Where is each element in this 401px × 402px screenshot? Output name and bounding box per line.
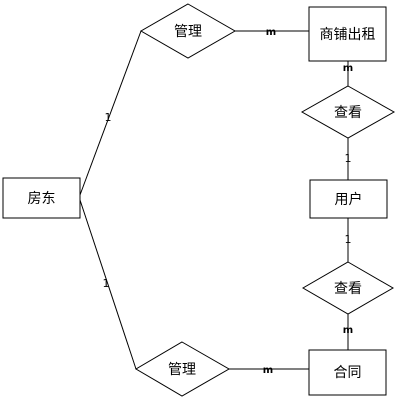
entity-label: 用户 [335,191,363,208]
relationship-label: 查看 [334,105,362,121]
relationship-view-shop: 查看 [300,85,396,139]
entity-contract: 合同 [308,349,387,396]
entity-label: 商铺出租 [320,27,376,43]
relationship-manage-shop: 管理 [139,3,237,59]
relationship-label: 管理 [174,24,202,40]
cardinality-view-contract: m [343,325,353,336]
cardinality-manage-shop-shop: m [266,27,276,38]
relationship-label: 管理 [168,362,196,378]
cardinality-manage-contract-contract: m [263,365,273,376]
cardinality-view-user-top: 1 [345,152,352,165]
line-landlord-manage-shop [79,30,142,196]
relationship-view-contract: 查看 [302,261,394,315]
relationship-label: 查看 [334,281,362,297]
entity-user: 用户 [309,179,388,219]
cardinality-labels: 1 m m 1 1 m 1 m [103,27,354,376]
cardinality-landlord-manage-shop: 1 [105,111,112,124]
cardinality-shop-view: m [343,63,353,74]
entity-label: 合同 [334,365,362,381]
entity-shop-rental: 商铺出租 [308,6,387,62]
line-landlord-manage-contract [79,199,137,370]
entity-label: 房东 [28,191,56,207]
entity-landlord: 房东 [2,177,81,219]
relationship-manage-contract: 管理 [135,341,231,397]
cardinality-user-view-bottom: 1 [345,233,352,246]
cardinality-landlord-manage-contract: 1 [103,277,110,290]
connector-lines [79,30,349,370]
